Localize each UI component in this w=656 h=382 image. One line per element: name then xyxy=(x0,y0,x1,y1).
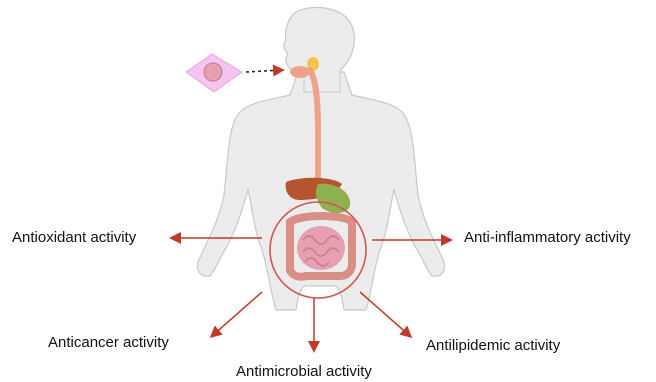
small-intestine xyxy=(297,226,345,270)
label-anticancer: Anticancer activity xyxy=(48,334,169,352)
label-antioxidant: Antioxidant activity xyxy=(12,229,136,247)
label-antilipidemic: Antilipidemic activity xyxy=(426,337,560,355)
food-card xyxy=(186,54,242,92)
label-anti-inflammatory: Anti-inflammatory activity xyxy=(464,229,631,247)
ingestion-arrow xyxy=(246,70,282,72)
arrow-anticancer xyxy=(212,292,262,336)
label-antimicrobial: Antimicrobial activity xyxy=(236,363,372,381)
arrow-antilipidemic xyxy=(360,292,410,336)
